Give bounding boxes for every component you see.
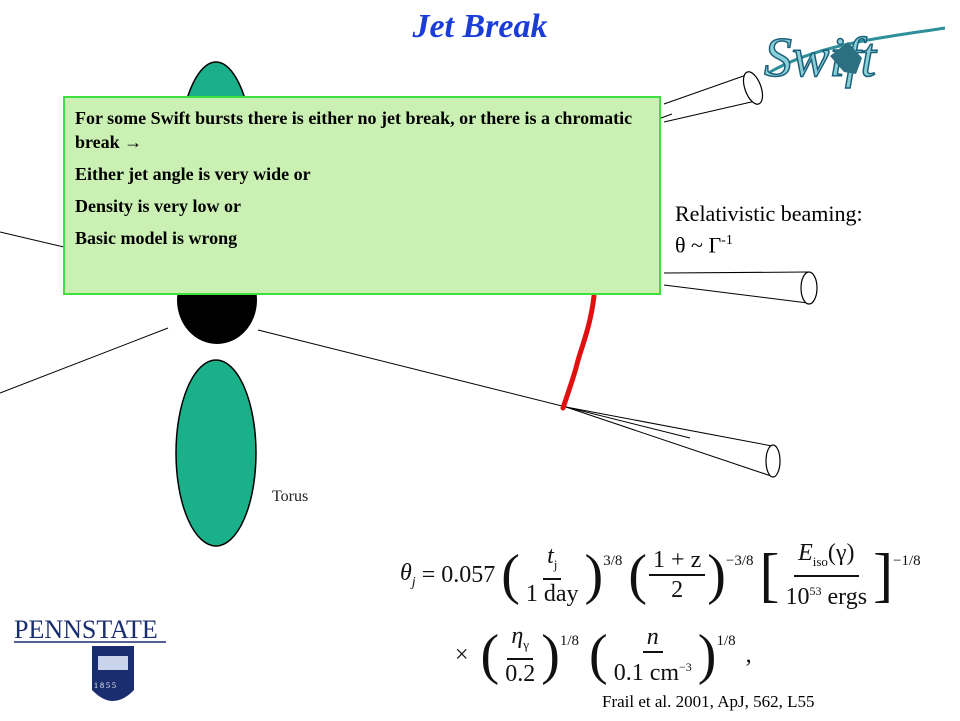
jet-line-lower <box>257 329 691 439</box>
formula-time-exp: 3/8 <box>603 552 623 569</box>
torus-label: Torus <box>272 488 309 505</box>
formula-energy-frac: Eiso(γ) 1053 ergs <box>785 539 868 611</box>
cone-upper <box>663 71 764 123</box>
beaming-relation-base: θ ~ Γ <box>675 232 722 258</box>
beaming-label: Relativistic beaming: <box>675 201 863 226</box>
jet-angle-formula: θj = 0.057 ( tj 1 day )3/8 ( 1 + z 2 )−3… <box>400 535 921 695</box>
cone-lower <box>565 406 781 478</box>
formula-row-2: × ( ηγ 0.2 )1/8 ( n 0.1 cm−3 )1/8 , <box>455 622 752 688</box>
formula-row-1: θj = 0.057 ( tj 1 day )3/8 ( 1 + z 2 )−3… <box>400 539 921 611</box>
torus-bottom-lobe <box>175 359 257 547</box>
jet-line-upper-stub <box>660 113 673 119</box>
note-box: For some Swift bursts there is either no… <box>63 96 661 295</box>
formula-times: × <box>455 641 469 668</box>
formula-density-exp: 1/8 <box>716 632 736 649</box>
formula-eta-exp: 1/8 <box>559 632 580 649</box>
pennstate-logo-text: PENNSTATE <box>14 615 158 644</box>
formula-eta-frac: ηγ 0.2 <box>505 622 536 688</box>
note-line-1: For some Swift bursts there is either no… <box>75 108 633 152</box>
formula-density-frac: n 0.1 cm−3 <box>613 624 692 686</box>
cone-middle <box>663 271 818 305</box>
formula-coef: = 0.057 <box>421 561 496 588</box>
reference-citation: Frail et al. 2001, ApJ, 562, L55 <box>602 692 815 711</box>
formula-lhs: θj <box>400 559 416 590</box>
formula-energy-exp: −1/8 <box>893 552 921 569</box>
jet-front-curve <box>560 293 597 411</box>
formula-redshift-frac: 1 + z 2 <box>649 546 706 604</box>
beaming-relation: θ ~ Γ-1 <box>675 227 863 258</box>
pennstate-logo: PENNSTATE 1 8 5 5 <box>14 612 174 716</box>
pennstate-year: 1 8 5 5 <box>94 681 116 690</box>
formula-time-frac: tj 1 day <box>525 542 579 608</box>
note-line-3: Density is very low or <box>75 196 241 216</box>
beaming-relation-exp: -1 <box>721 233 733 248</box>
swift-logo: Swift <box>760 14 950 92</box>
note-line-2: Either jet angle is very wide or <box>75 164 311 184</box>
formula-redshift-exp: −3/8 <box>725 552 754 569</box>
note-line-4: Basic model is wrong <box>75 228 238 248</box>
beaming-note: Relativistic beaming: θ ~ Γ-1 <box>675 200 863 258</box>
left-line-lower <box>0 327 169 394</box>
slide-title: Jet Break <box>412 8 548 45</box>
